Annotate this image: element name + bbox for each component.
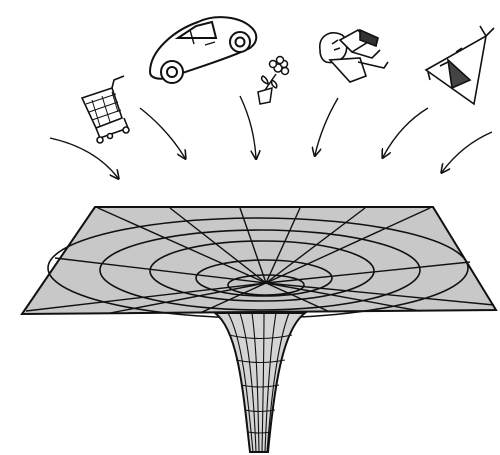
flower-icon [258,57,289,105]
tent-icon [426,26,494,104]
funnel-throat [215,313,305,452]
arrow-4 [315,98,338,155]
person-icon [320,30,388,82]
arrow-5 [383,108,428,157]
arrow-6 [442,132,492,172]
arrow-3 [240,96,256,158]
spacetime-sheet [22,207,496,318]
arrow-1 [50,138,118,178]
cart-icon [82,76,129,143]
car-icon [150,17,256,83]
arrow-2 [140,108,185,158]
